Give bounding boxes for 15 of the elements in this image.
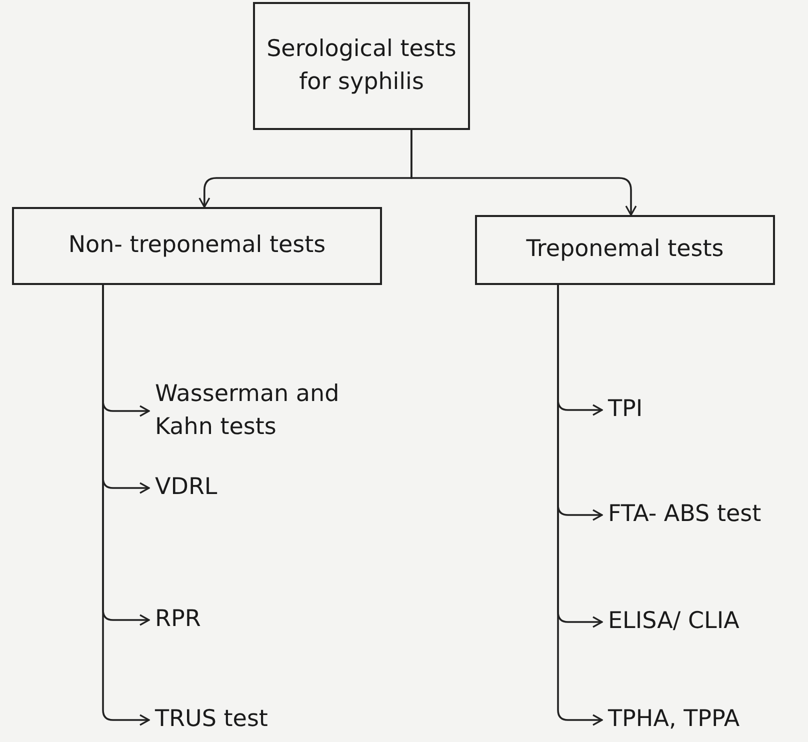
- test-name: TPHA, TPPA: [608, 705, 740, 734]
- box-label: Serological tests for syphilis: [266, 34, 458, 97]
- arrow: [410, 130, 637, 216]
- box-label: Non- treponemal tests: [68, 231, 326, 260]
- test-name: FTA- ABS test: [608, 500, 762, 530]
- category-box: [475, 215, 775, 285]
- test-name: RPR: [155, 605, 201, 634]
- category-box: [12, 207, 382, 285]
- test-name: VDRL: [155, 473, 218, 502]
- test-name: ELISA/ CLIA: [608, 607, 740, 636]
- category-box: [253, 2, 470, 130]
- test-name: TRUS test: [155, 705, 268, 734]
- test-name: Wasserman and Kahn tests: [155, 380, 340, 442]
- box-label: Treponemal tests: [526, 235, 724, 264]
- test-name: TPI: [608, 395, 643, 424]
